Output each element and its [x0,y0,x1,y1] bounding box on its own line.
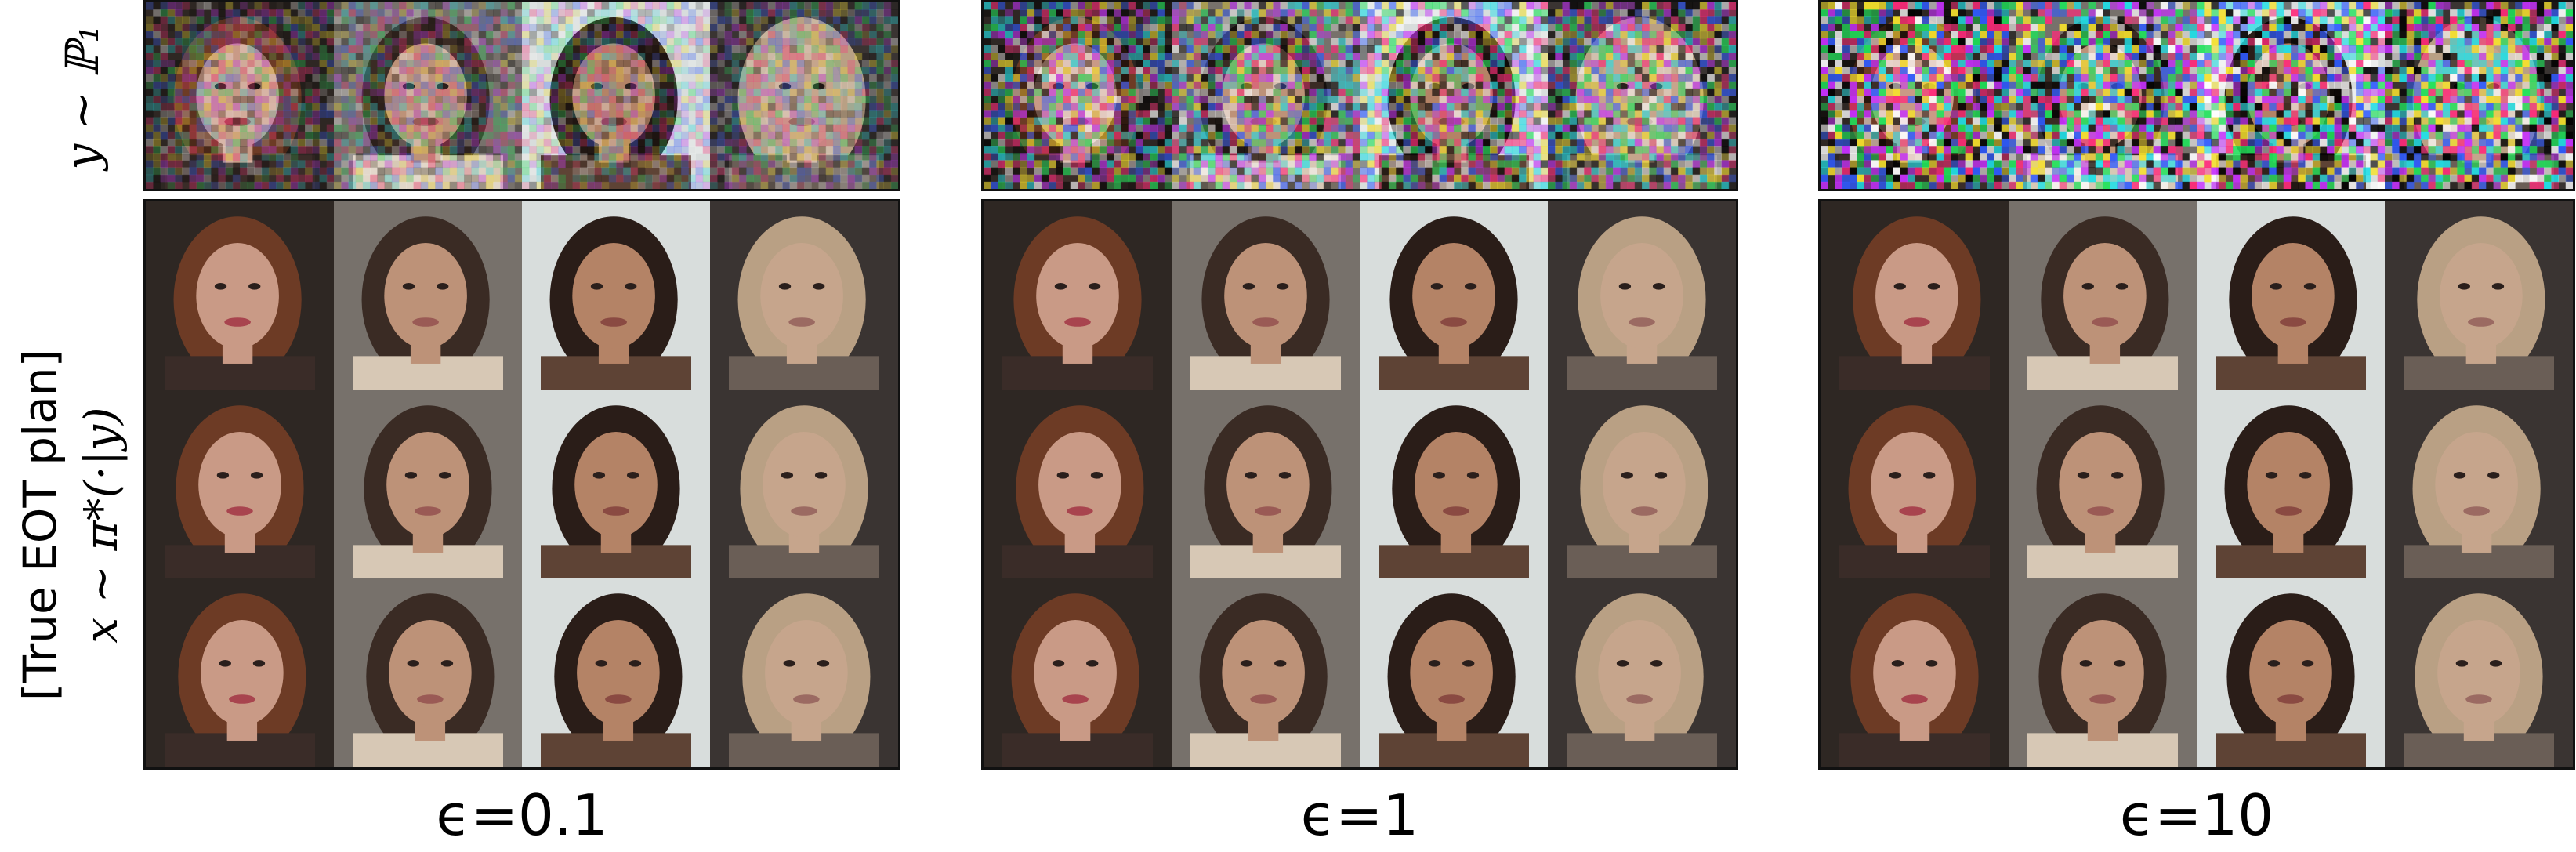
sampled-face-image [1821,390,2009,579]
row-label-plan: [True EOT plan] x ~ π*(·|y) [4,259,137,792]
sampled-face-image [1821,578,2009,767]
sampled-face-image [146,578,334,767]
noisy-face-image [1821,2,2009,189]
sampled-face-image [1360,201,1548,390]
sampled-face-image [2009,390,2197,579]
noisy-images-block [143,0,900,191]
noisy-face-image [146,2,334,189]
sampled-face-image [1548,390,1736,579]
sampled-face-image [2385,390,2573,579]
noisy-face-image [2385,2,2573,189]
sampled-face-image [1360,390,1548,579]
sampled-face-image [522,578,710,767]
noisy-images-block [981,0,1738,191]
sampled-face-image [334,578,522,767]
sampled-face-image [146,390,334,579]
sampled-face-image [1821,201,2009,390]
sampled-face-image [2385,201,2573,390]
noisy-face-image [2197,2,2385,189]
plan-samples-block [143,199,900,770]
sampled-face-image [984,201,1172,390]
noisy-face-image [334,2,522,189]
noisy-face-image [2009,2,2197,189]
noisy-face-image [522,2,710,189]
sampled-face-image [710,578,898,767]
sampled-face-image [1172,201,1360,390]
sampled-face-image [984,390,1172,579]
sampled-face-image [984,578,1172,767]
sampled-face-image [2009,201,2197,390]
sampled-face-image [146,201,334,390]
sampled-face-image [522,201,710,390]
eps-label: ϵ=10 [2119,782,2274,848]
sampled-face-image [2197,390,2385,579]
noisy-face-image [1172,2,1360,189]
noisy-images-block [1818,0,2575,191]
sampled-face-image [1548,201,1736,390]
plan-samples-block [981,199,1738,770]
sampled-face-image [2197,201,2385,390]
sampled-face-image [710,390,898,579]
sampled-face-image [522,390,710,579]
noisy-face-image [984,2,1172,189]
sampled-face-image [1172,578,1360,767]
sampled-face-image [334,390,522,579]
noisy-face-image [1548,2,1736,189]
plan-samples-block [1818,199,2575,770]
sampled-face-image [334,201,522,390]
noisy-face-image [710,2,898,189]
noisy-label-text: y ~ ℙ₁ [56,24,109,170]
plan-label-line1: [True EOT plan] [13,349,67,702]
sampled-face-image [2009,578,2197,767]
sampled-face-image [1172,390,1360,579]
sampled-face-image [1360,578,1548,767]
eps-label: ϵ=0.1 [436,782,608,848]
sampled-face-image [2385,578,2573,767]
noisy-face-image [1360,2,1548,189]
sampled-face-image [710,201,898,390]
row-label-noisy: y ~ ℙ₁ [55,0,110,195]
plan-label-line2: x ~ π*(·|y) [74,407,128,644]
eps-label: ϵ=1 [1300,782,1419,848]
sampled-face-image [2197,578,2385,767]
sampled-face-image [1548,578,1736,767]
